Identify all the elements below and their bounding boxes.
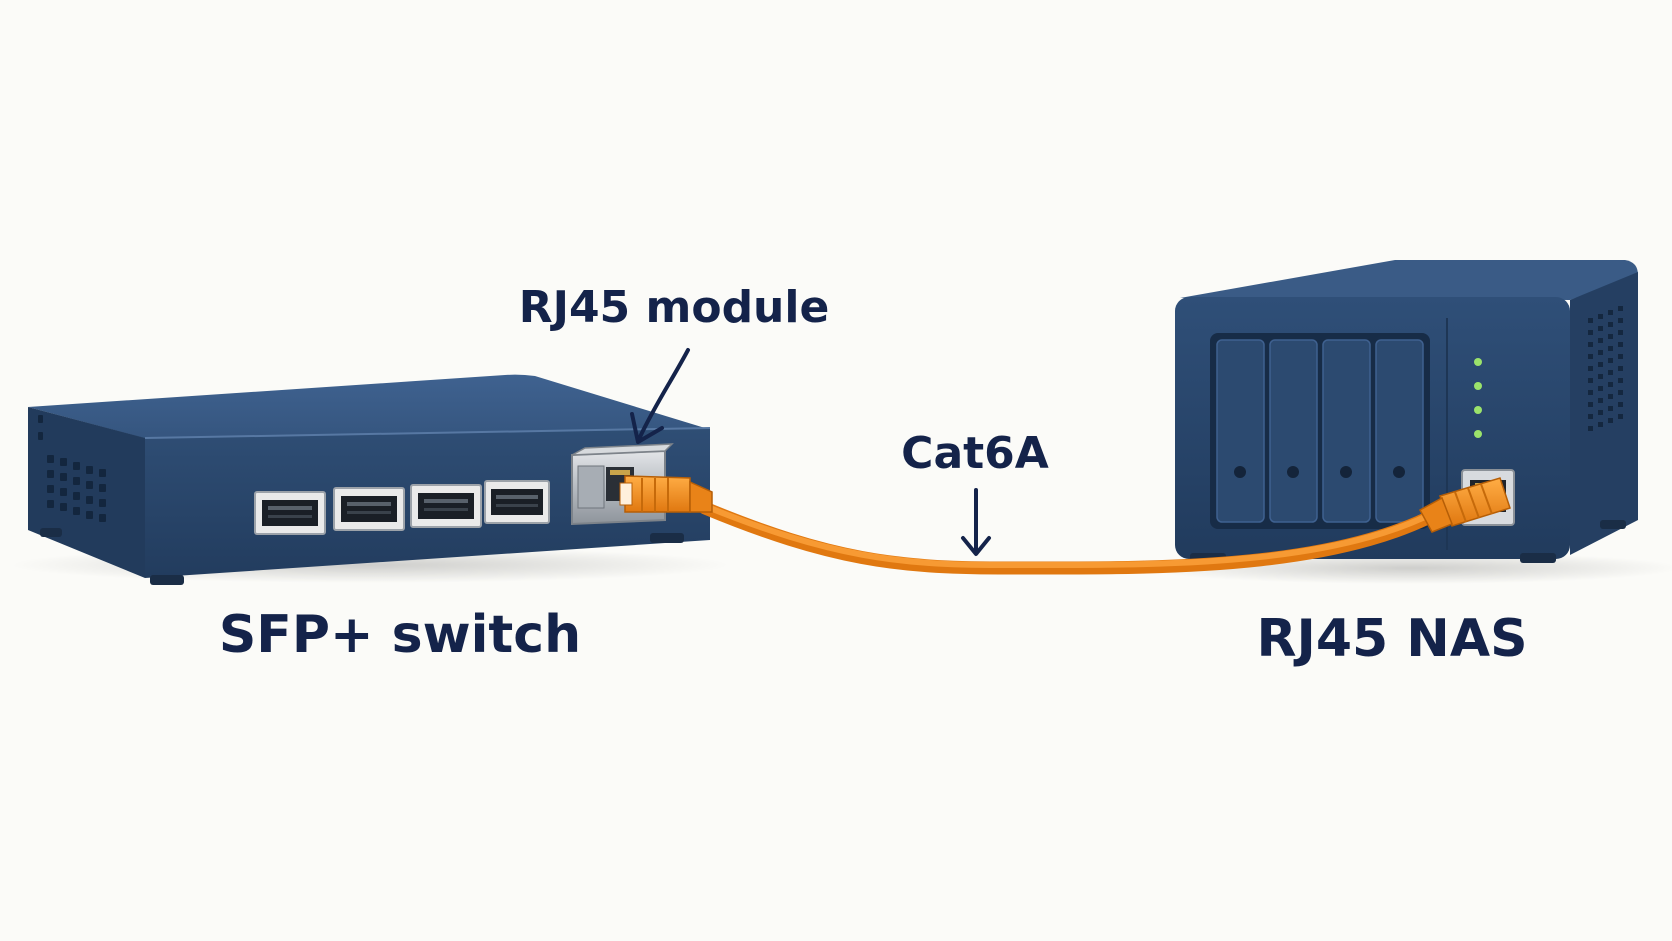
nas-icon	[1140, 260, 1672, 584]
rj45-nas-label: RJ45 NAS	[1256, 609, 1527, 669]
nas-foot	[1600, 520, 1626, 529]
nas-status-led	[1474, 358, 1482, 366]
rj45-module-label: RJ45 module	[519, 282, 830, 333]
sfp-switch-label: SFP+ switch	[219, 605, 581, 665]
nas-status-led	[1474, 406, 1482, 414]
switch-side-vents	[38, 415, 106, 522]
nas-side-vents	[1588, 306, 1623, 431]
switch-foot	[150, 575, 184, 585]
cat6a-cable	[619, 475, 1511, 575]
nas-right-side	[1570, 272, 1638, 555]
switch-foot	[40, 528, 62, 537]
switch-side-rj45-plug	[619, 475, 713, 513]
nas-drive-tray	[1322, 339, 1371, 523]
nas-drive-bay-frame	[1210, 333, 1430, 529]
nas-top-surface	[1180, 260, 1638, 300]
nas-foot	[1520, 553, 1556, 563]
cat6a-arrow	[961, 488, 991, 556]
sfp-port	[333, 487, 405, 531]
nas-drive-tray	[1375, 339, 1424, 523]
sfp-port	[484, 480, 550, 524]
nas-side-rj45-plug	[1418, 477, 1511, 533]
sfp-switch-icon	[10, 374, 730, 585]
nas-drive-tray	[1216, 339, 1265, 523]
nas-status-led	[1474, 382, 1482, 390]
switch-foot	[650, 533, 684, 543]
nas-drive-tray	[1269, 339, 1318, 523]
rj45-module-arrow	[630, 348, 690, 444]
sfp-port	[410, 484, 482, 528]
sfp-port	[254, 491, 326, 535]
cat6a-label: Cat6A	[901, 428, 1049, 479]
switch-top-surface	[28, 374, 705, 445]
nas-status-led	[1474, 430, 1482, 438]
